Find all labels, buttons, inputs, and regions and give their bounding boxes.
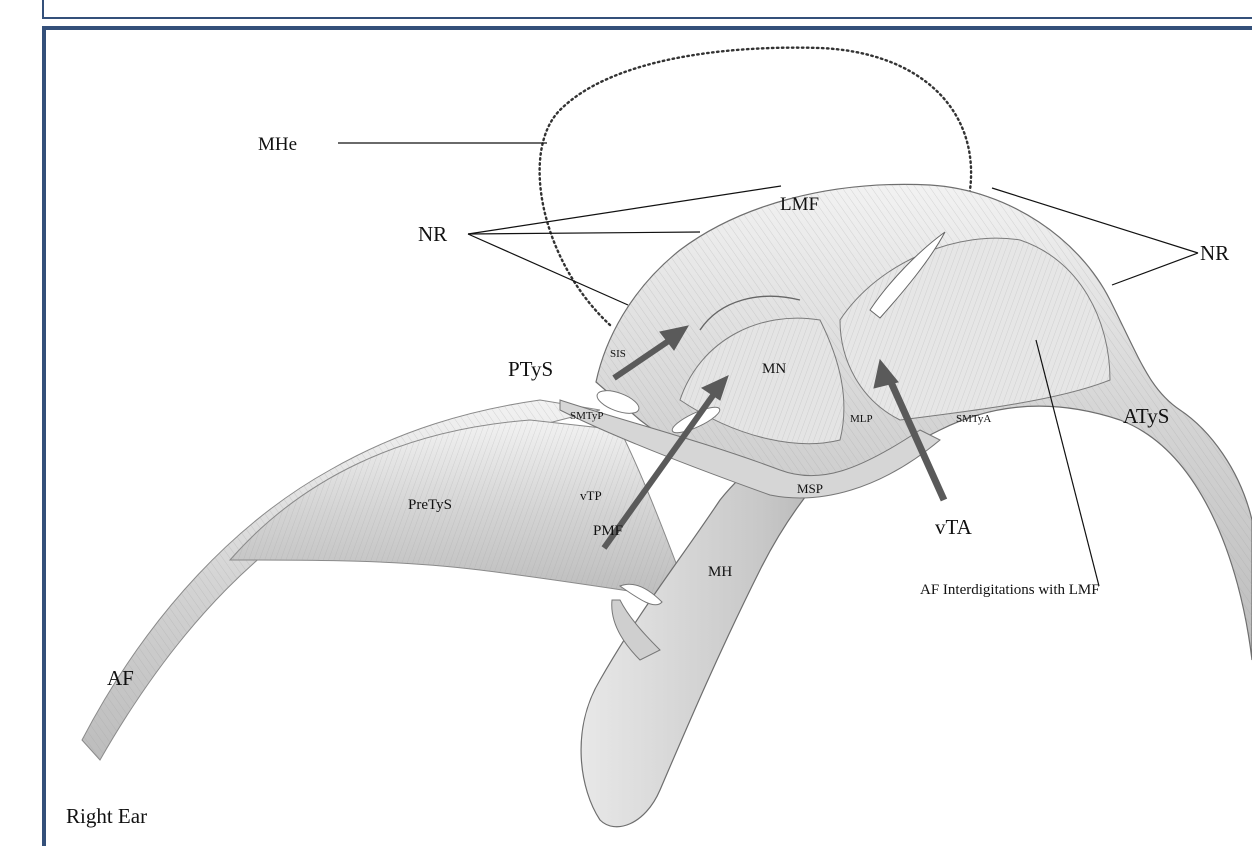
label-pmf: PMF xyxy=(593,524,623,539)
label-mh: MH xyxy=(708,565,732,580)
label-af: AF xyxy=(107,668,134,689)
label-vta: vTA xyxy=(935,517,972,538)
label-pretys: PreTyS xyxy=(408,498,452,513)
label-msp: MSP xyxy=(797,482,823,495)
label-lmf: LMF xyxy=(780,195,819,214)
label-ptys: PTyS xyxy=(508,359,553,380)
label-mhe: MHe xyxy=(258,135,297,154)
label-mn: MN xyxy=(762,362,786,377)
label-vtp: vTP xyxy=(580,489,602,502)
label-smtyp: SMTyP xyxy=(570,411,603,422)
label-nr-right: NR xyxy=(1200,243,1229,264)
label-nr-left: NR xyxy=(418,224,447,245)
label-right-ear: Right Ear xyxy=(66,806,147,827)
label-atys: ATyS xyxy=(1123,406,1169,427)
label-sis: SIS xyxy=(610,349,626,360)
label-af-interdigitations: AF Interdigitations with LMF xyxy=(920,583,1100,598)
label-mlp: MLP xyxy=(850,414,873,425)
label-smtya: SMTyA xyxy=(956,414,991,425)
